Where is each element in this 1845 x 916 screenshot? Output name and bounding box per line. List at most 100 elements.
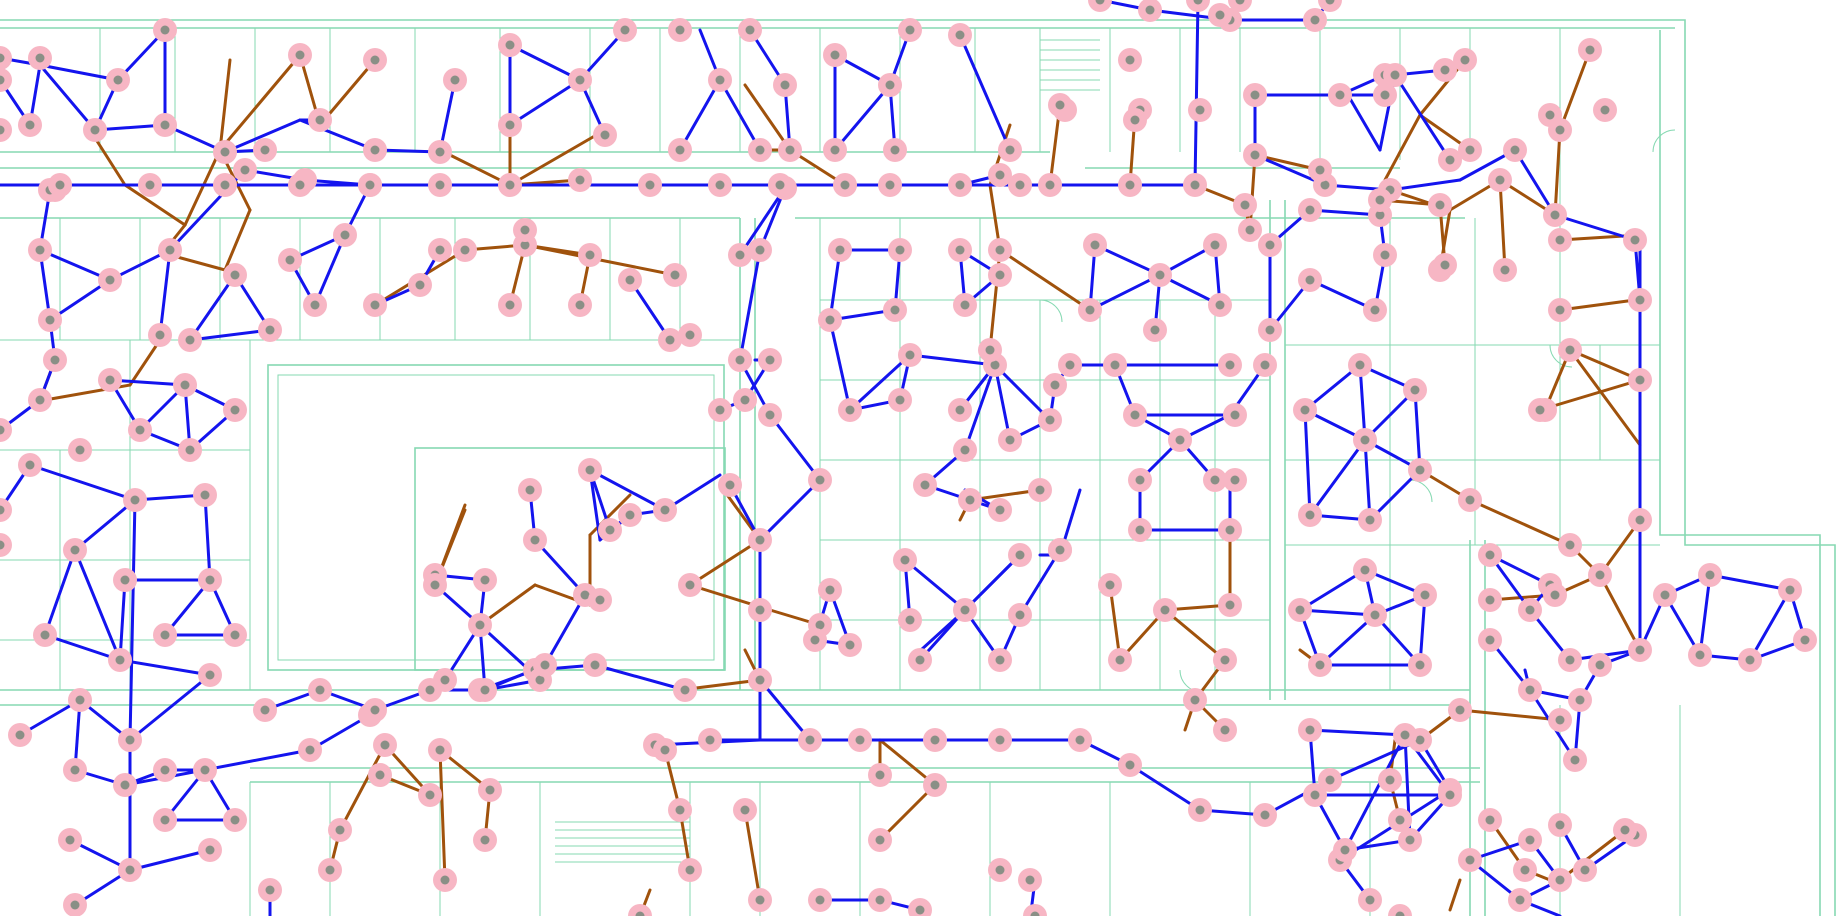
node-core bbox=[1235, 0, 1245, 5]
graph-node bbox=[63, 758, 87, 782]
graph-node bbox=[213, 140, 237, 164]
graph-edge-secondary bbox=[508, 128, 607, 187]
node-core bbox=[1130, 410, 1140, 420]
node-core bbox=[745, 25, 755, 35]
node-core bbox=[415, 280, 425, 290]
node-core bbox=[995, 245, 1005, 255]
node-core bbox=[915, 655, 925, 665]
graph-node bbox=[1628, 508, 1652, 532]
graph-node bbox=[1438, 783, 1462, 807]
node-core bbox=[965, 495, 975, 505]
node-core bbox=[45, 315, 55, 325]
node-core bbox=[475, 620, 485, 630]
node-core bbox=[370, 145, 380, 155]
node-core bbox=[675, 145, 685, 155]
node-core bbox=[1035, 485, 1045, 495]
node-core bbox=[105, 375, 115, 385]
graph-node bbox=[1433, 253, 1457, 277]
node-core bbox=[90, 125, 100, 135]
node-core bbox=[1210, 240, 1220, 250]
node-core bbox=[1575, 695, 1585, 705]
node-core bbox=[1210, 475, 1220, 485]
graph-edge-secondary bbox=[123, 183, 187, 227]
graph-edge-primary bbox=[1513, 148, 1557, 217]
graph-edge-secondary bbox=[878, 783, 937, 842]
graph-node bbox=[98, 368, 122, 392]
graph-node bbox=[1023, 904, 1047, 916]
graph-node bbox=[598, 518, 622, 542]
graph-node bbox=[1258, 233, 1282, 257]
node-core bbox=[1510, 145, 1520, 155]
node-core bbox=[740, 805, 750, 815]
graph-node bbox=[1008, 603, 1032, 627]
node-core bbox=[995, 655, 1005, 665]
graph-node bbox=[1558, 533, 1582, 557]
courtyard-wing bbox=[414, 447, 726, 671]
graph-node bbox=[0, 418, 12, 442]
node-core bbox=[580, 590, 590, 600]
graph-edge-primary bbox=[1748, 588, 1792, 662]
node-core bbox=[900, 555, 910, 565]
graph-node bbox=[498, 293, 522, 317]
graph-node bbox=[808, 468, 832, 492]
node-core bbox=[435, 180, 445, 190]
node-core bbox=[25, 460, 35, 470]
node-core bbox=[15, 730, 25, 740]
graph-node bbox=[298, 738, 322, 762]
graph-edge-primary bbox=[533, 538, 587, 597]
graph-node bbox=[106, 68, 130, 92]
node-core bbox=[1545, 110, 1555, 120]
graph-node bbox=[638, 173, 662, 197]
node-halo bbox=[0, 46, 12, 70]
graph-node bbox=[733, 388, 757, 412]
node-core bbox=[55, 180, 65, 190]
node-core bbox=[1105, 580, 1115, 590]
graph-node bbox=[1223, 468, 1247, 492]
graph-node bbox=[823, 43, 847, 67]
node-core bbox=[1095, 0, 1105, 5]
graph-node bbox=[1438, 148, 1462, 172]
graph-node bbox=[898, 343, 922, 367]
graph-edge-primary bbox=[828, 318, 852, 412]
graph-node bbox=[868, 888, 892, 912]
graph-node bbox=[953, 293, 977, 317]
graph-node bbox=[1188, 98, 1212, 122]
graph-edge-secondary bbox=[1538, 378, 1642, 412]
graph-node bbox=[1453, 48, 1477, 72]
graph-node bbox=[1543, 583, 1567, 607]
graph-node bbox=[953, 598, 977, 622]
graph-edge-secondary bbox=[1598, 573, 1642, 652]
node-core bbox=[1125, 760, 1135, 770]
node-core bbox=[755, 245, 765, 255]
node-core bbox=[480, 835, 490, 845]
node-core bbox=[1555, 305, 1565, 315]
node-core bbox=[155, 330, 165, 340]
graph-edge-secondary bbox=[218, 58, 232, 152]
graph-node bbox=[98, 268, 122, 292]
graph-node bbox=[768, 173, 792, 197]
graph-node bbox=[1628, 638, 1652, 662]
graph-node bbox=[1018, 868, 1042, 892]
node-core bbox=[1360, 565, 1370, 575]
graph-node bbox=[1588, 563, 1612, 587]
graph-node bbox=[1573, 858, 1597, 882]
node-core bbox=[715, 75, 725, 85]
graph-node bbox=[1518, 598, 1542, 622]
node-core bbox=[1500, 265, 1510, 275]
graph-node bbox=[1238, 218, 1262, 242]
node-core bbox=[1230, 410, 1240, 420]
node-core bbox=[995, 865, 1005, 875]
node-core bbox=[1005, 435, 1015, 445]
graph-node bbox=[1348, 353, 1372, 377]
node-halo bbox=[0, 533, 12, 557]
graph-edge-primary bbox=[1018, 548, 1062, 617]
node-core bbox=[960, 445, 970, 455]
node-core bbox=[220, 180, 230, 190]
graph-node bbox=[153, 623, 177, 647]
graph-node bbox=[223, 623, 247, 647]
graph-node bbox=[253, 138, 277, 162]
graph-node bbox=[1408, 458, 1432, 482]
graph-edge-secondary bbox=[1468, 498, 1572, 547]
node-core bbox=[740, 395, 750, 405]
graph-node bbox=[223, 263, 247, 287]
